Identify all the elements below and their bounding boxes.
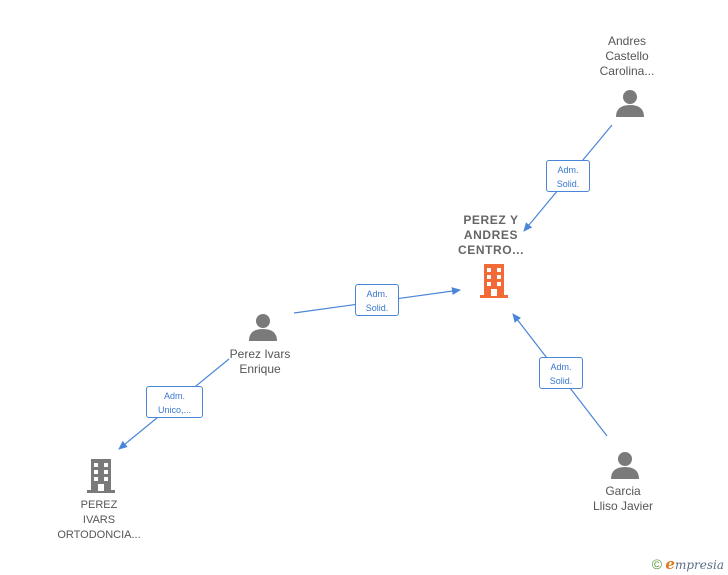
node-label-line: ANDRES bbox=[463, 228, 519, 242]
edge-label-garcia-to-centro[interactable]: Adm. Solid. bbox=[539, 357, 583, 389]
edge-label-andres-to-centro[interactable]: Adm. Solid. bbox=[546, 160, 590, 192]
node-label-line: Carolina... bbox=[599, 64, 655, 78]
brand-logo: empresia bbox=[665, 555, 724, 573]
node-garcia-label: Garcia Lliso Javier bbox=[573, 484, 673, 514]
node-perez-centro-label: PEREZ Y ANDRES CENTRO... bbox=[441, 213, 541, 258]
person-icon[interactable] bbox=[248, 312, 278, 342]
node-label-line: ORTODONCIA... bbox=[57, 529, 141, 541]
edge-label-line: Adm. bbox=[366, 289, 388, 299]
node-perez-ivars-enrique-label: Perez Ivars Enrique bbox=[210, 347, 310, 377]
node-label-line: Garcia bbox=[605, 484, 641, 498]
edge-label-enrique-to-centro[interactable]: Adm. Solid. bbox=[355, 284, 399, 316]
node-label-line: Andres bbox=[607, 34, 647, 48]
node-label-line: IVARS bbox=[82, 514, 116, 526]
edge-label-line: Unico,... bbox=[157, 405, 191, 415]
brand-initial: e bbox=[665, 555, 675, 573]
brand-name: mpresia bbox=[674, 558, 724, 572]
node-label-line: Lliso Javier bbox=[592, 499, 654, 513]
node-label-line: PEREZ bbox=[80, 499, 118, 511]
building-icon[interactable] bbox=[85, 458, 117, 494]
edge-label-line: Adm. bbox=[550, 362, 572, 372]
node-label-line: Castello bbox=[605, 49, 649, 63]
building-icon[interactable] bbox=[478, 263, 510, 299]
copyright-icon: © bbox=[651, 556, 663, 572]
edge-label-enrique-to-ortodoncia[interactable]: Adm. Unico,... bbox=[146, 386, 203, 418]
edge-label-line: Adm. bbox=[163, 391, 185, 401]
node-label-line: Perez Ivars bbox=[229, 347, 291, 361]
edge-label-line: Adm. bbox=[557, 165, 579, 175]
edge-label-line: Solid. bbox=[549, 376, 573, 386]
edge-label-line: Solid. bbox=[365, 303, 389, 313]
node-label-line: PEREZ Y bbox=[463, 213, 519, 227]
person-icon[interactable] bbox=[615, 88, 645, 118]
node-label-line: CENTRO... bbox=[457, 243, 525, 257]
node-label-line: Enrique bbox=[239, 362, 281, 376]
node-perez-ortodoncia-label: PEREZ IVARS ORTODONCIA... bbox=[49, 498, 149, 543]
node-andres-label: Andres Castello Carolina... bbox=[577, 34, 677, 79]
edge-label-line: Solid. bbox=[556, 179, 580, 189]
person-icon[interactable] bbox=[610, 450, 640, 480]
footer-brand[interactable]: © empresia bbox=[652, 555, 724, 573]
